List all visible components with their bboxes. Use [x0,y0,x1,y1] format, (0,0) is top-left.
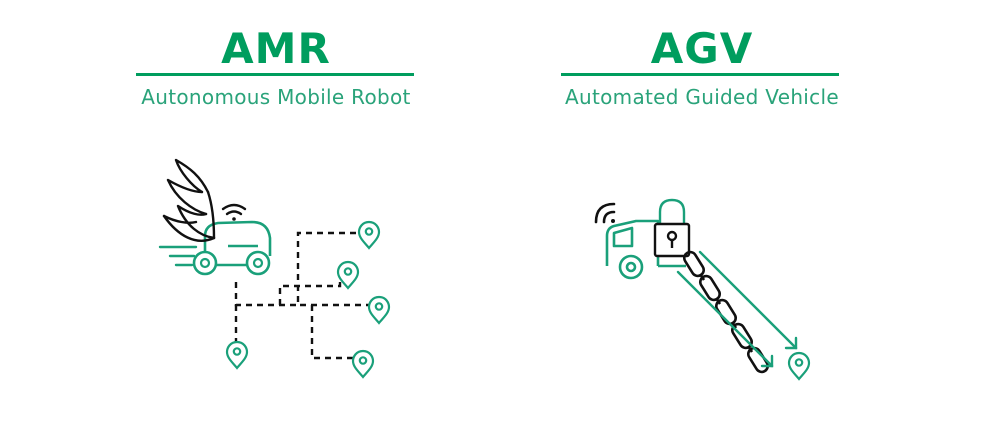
amr-subtitle: Autonomous Mobile Robot [141,85,411,109]
amr-title-underline [136,73,414,76]
location-pin-icon [367,295,391,325]
agv-title-underline [561,73,839,76]
location-pin-icon [225,340,249,370]
location-pin-icon [351,349,375,379]
padlock-icon [653,198,691,258]
speed-lines-icon [158,245,198,267]
winged-robot-vehicle-icon [162,158,272,276]
direction-arrow-icon [676,250,798,368]
dashed-route-icon [234,231,372,360]
agv-title: AGV [650,24,754,73]
location-pin-icon [357,220,381,250]
wifi-icon [221,203,247,221]
agv-subtitle: Automated Guided Vehicle [565,85,839,109]
truck-icon [605,219,686,280]
wifi-icon [594,202,616,224]
amr-title: AMR [221,24,331,73]
location-pin-icon [787,351,811,381]
chain-track-icon [682,250,770,374]
